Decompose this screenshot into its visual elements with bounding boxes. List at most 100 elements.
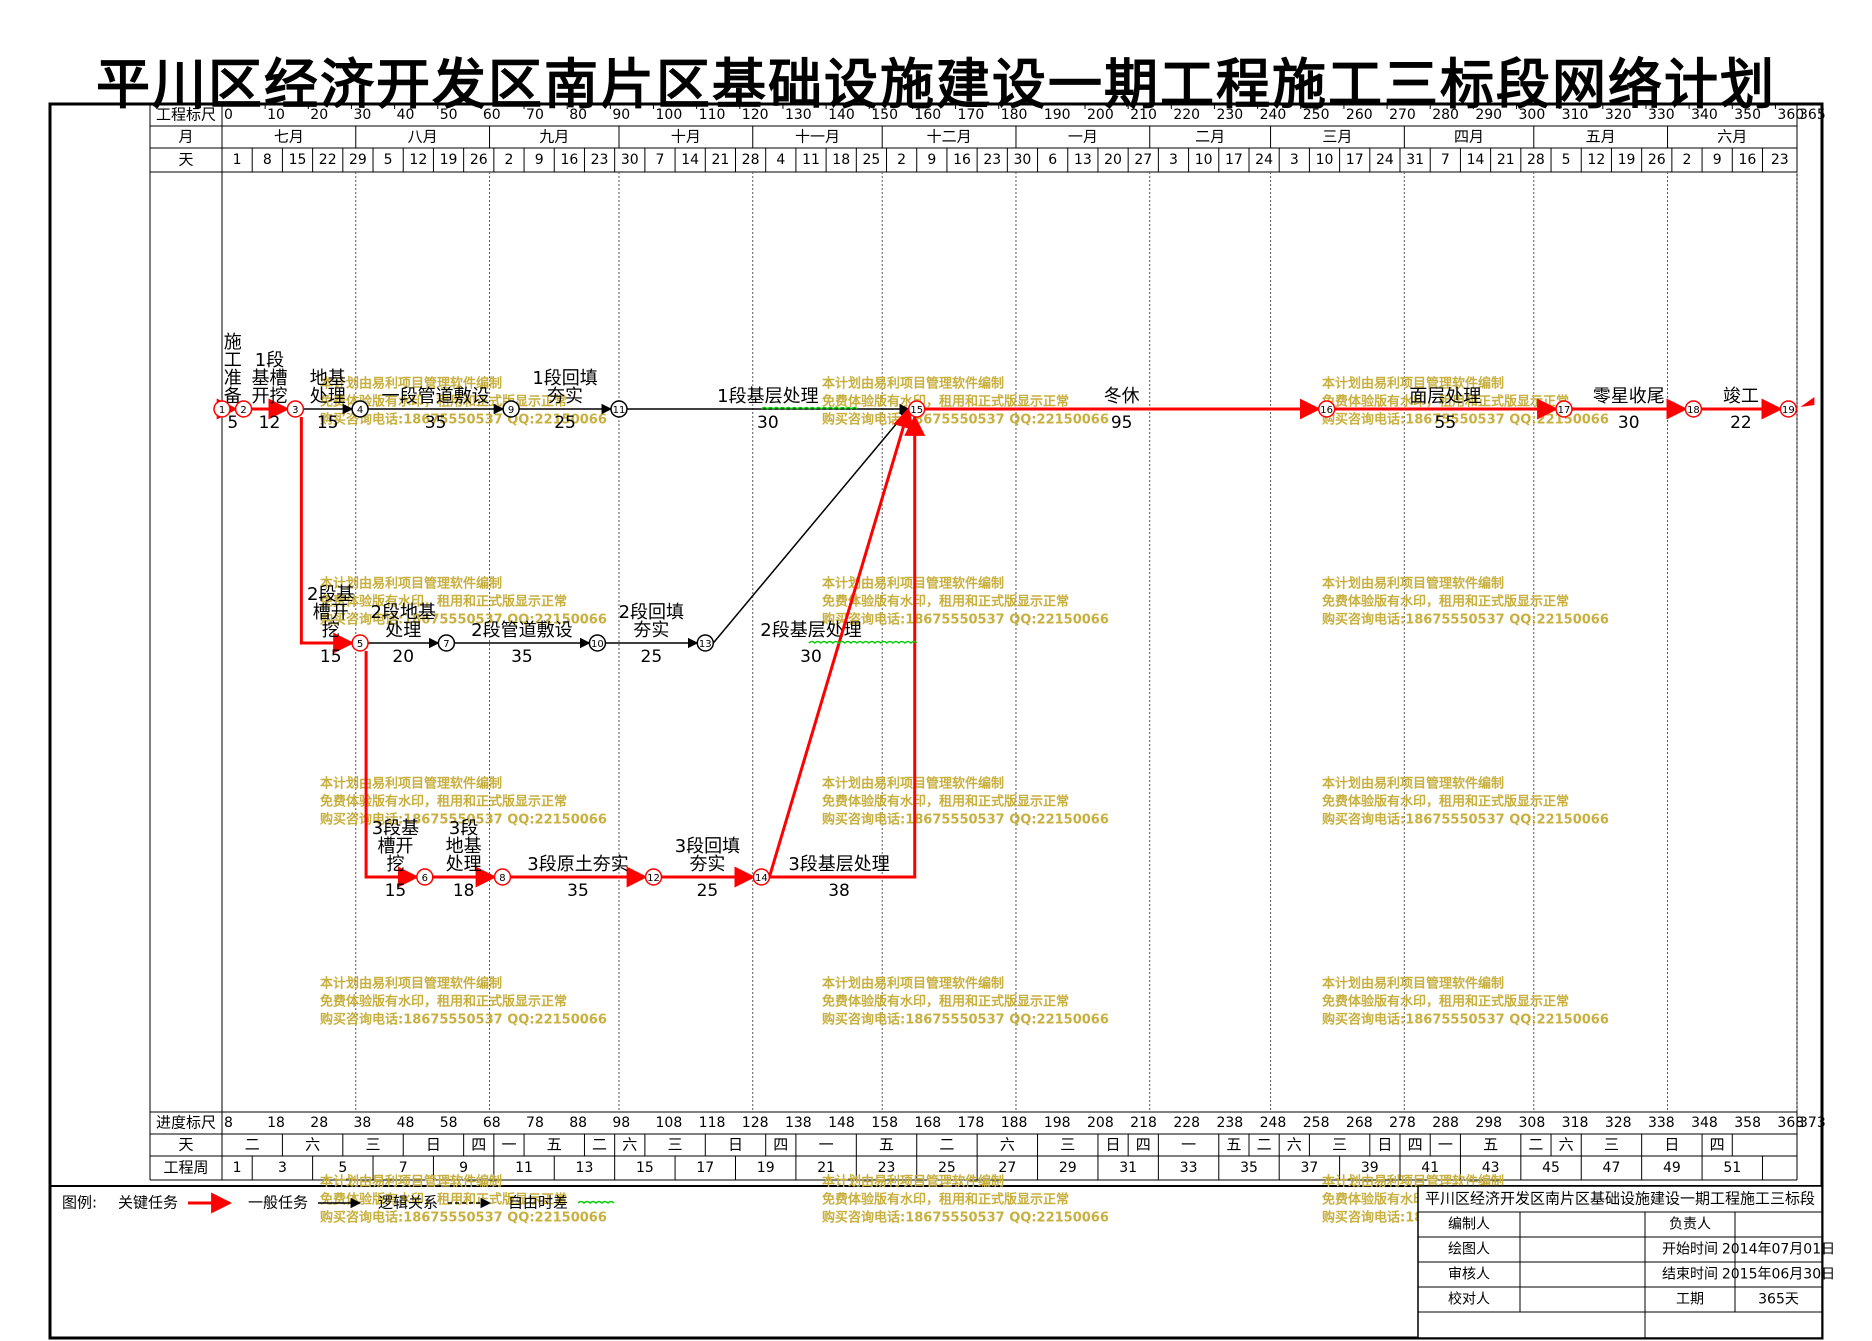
progress-tick-label: 88 (569, 1115, 587, 1131)
progress-tick-label: 218 (1130, 1115, 1157, 1131)
progress-tick-label: 98 (612, 1115, 630, 1131)
event-node-label: 19 (1782, 405, 1795, 416)
watermark-text: 本计划由易利项目管理软件编制 (320, 1174, 502, 1190)
header-row-label: 天 (178, 151, 193, 169)
task-name: 施 (224, 332, 242, 353)
info-table-cell: 校对人 (1448, 1291, 1490, 1308)
progress-tick-label: 128 (742, 1115, 769, 1131)
scale-tick-label: 240 (1260, 107, 1287, 123)
task-name: 2段基层处理 (760, 620, 861, 641)
day-label: 11 (802, 152, 820, 168)
scale-tick-label: 100 (656, 107, 683, 123)
task-duration: 15 (317, 413, 339, 433)
day-label: 21 (1497, 152, 1515, 168)
day-label: 19 (1618, 152, 1636, 168)
progress-tick-label: 208 (1087, 1115, 1114, 1131)
month-label: 三月 (1322, 128, 1352, 146)
day-label: 8 (263, 152, 272, 168)
task-duration: 35 (511, 647, 533, 667)
event-node-label: 9 (508, 405, 514, 416)
task-duration: 25 (641, 647, 663, 667)
weekday-label: 五 (1226, 1136, 1241, 1154)
watermark-text: 免费体验版有水印，租用和正式版显示正常 (320, 594, 567, 610)
week-label: 1 (233, 1160, 242, 1176)
legend-float-sample (577, 1200, 615, 1205)
event-node-label: 1 (219, 405, 225, 416)
day-label: 16 (1738, 152, 1756, 168)
task-duration: 30 (1618, 413, 1640, 433)
watermark-text: 本计划由易利项目管理软件编制 (822, 576, 1004, 592)
task-name: 2段基 (307, 584, 354, 605)
event-node (437, 634, 456, 652)
progress-tick-label: 58 (440, 1115, 458, 1131)
week-label: 5 (338, 1160, 347, 1176)
weekday-label: 六 (1000, 1136, 1015, 1154)
weekday-label: 二 (245, 1136, 260, 1154)
week-label: 17 (696, 1160, 714, 1176)
week-label: 9 (459, 1160, 468, 1176)
scale-tick-label: 70 (526, 107, 544, 123)
task-name: 地基 (310, 368, 346, 389)
watermark-text: 购买咨询电话:18675550537 QQ:22150066 (822, 1210, 1109, 1226)
task-name: 处理 (385, 620, 421, 641)
task-name: 夯实 (689, 854, 725, 875)
weekday-label: 日 (1106, 1136, 1121, 1154)
task-duration: 18 (453, 881, 475, 901)
month-label: 一月 (1068, 128, 1098, 146)
scale-tick-label: 10 (267, 107, 285, 123)
task-duration: 12 (259, 413, 281, 433)
weekday-label: 一 (1181, 1136, 1196, 1154)
task-name: 基槽 (251, 368, 287, 389)
info-table-cell: 工期 (1676, 1292, 1704, 1308)
event-node (493, 868, 512, 886)
info-table-cell: 开始时间 (1662, 1242, 1718, 1258)
task-duration: 25 (697, 881, 719, 901)
day-label: 26 (470, 152, 488, 168)
watermark-text: 购买咨询电话:18675550537 QQ:22150066 (822, 412, 1109, 428)
progress-tick-label: 298 (1475, 1115, 1502, 1131)
day-label: 10 (1316, 152, 1334, 168)
day-label: 3 (1290, 152, 1299, 168)
week-label: 23 (878, 1160, 896, 1176)
scale-tick-label: 300 (1519, 107, 1546, 123)
progress-tick-label: 328 (1605, 1115, 1632, 1131)
event-node (416, 868, 434, 886)
event-node-label: 18 (1687, 405, 1700, 416)
task-duration: 20 (392, 647, 414, 667)
progress-tick-label: 158 (871, 1115, 898, 1131)
week-label: 13 (576, 1160, 594, 1176)
week-label: 31 (1119, 1160, 1137, 1176)
day-label: 5 (1562, 152, 1571, 168)
day-label: 3 (1169, 152, 1178, 168)
progress-tick-label: 8 (224, 1115, 233, 1131)
watermark-text: 购买咨询电话:18675550537 QQ:22150066 (320, 412, 607, 428)
day-label: 15 (289, 152, 307, 168)
event-node-label: 8 (499, 873, 505, 884)
progress-tick-label: 373 (1799, 1115, 1826, 1131)
event-node (1317, 400, 1336, 418)
day-label: 23 (591, 152, 609, 168)
watermark-text: 免费体验版有水印，租用和正式版显示正常 (1322, 794, 1569, 810)
progress-tick-label: 258 (1303, 1115, 1330, 1131)
watermark-text: 本计划由易利项目管理软件编制 (822, 376, 1004, 392)
week-label: 33 (1180, 1160, 1198, 1176)
watermark-text: 购买咨询电话:18675550537 QQ:22150066 (822, 612, 1109, 628)
scale-tick-label: 350 (1734, 107, 1761, 123)
info-table-cell: 编制人 (1448, 1217, 1490, 1233)
task-arrow-vertical (299, 417, 355, 654)
task-duration: 30 (800, 647, 822, 667)
task-name: 竣工 (1723, 386, 1759, 407)
scale-tick-label: 50 (440, 107, 458, 123)
scale-tick-label: 170 (958, 107, 985, 123)
scale-tick-label: 0 (224, 107, 233, 123)
task-name: 冬休 (1104, 386, 1140, 407)
task-name: 处理 (446, 854, 482, 875)
event-node (1684, 400, 1703, 418)
week-label: 11 (515, 1160, 533, 1176)
watermark-text: 免费体验版有水印，租用和正式版显示正常 (822, 1192, 1069, 1208)
week-label: 51 (1723, 1160, 1741, 1176)
progress-tick-label: 28 (310, 1115, 328, 1131)
event-node-label: 12 (647, 873, 660, 884)
day-label: 12 (409, 152, 427, 168)
legend-item-label: 一般任务 (248, 1194, 308, 1212)
